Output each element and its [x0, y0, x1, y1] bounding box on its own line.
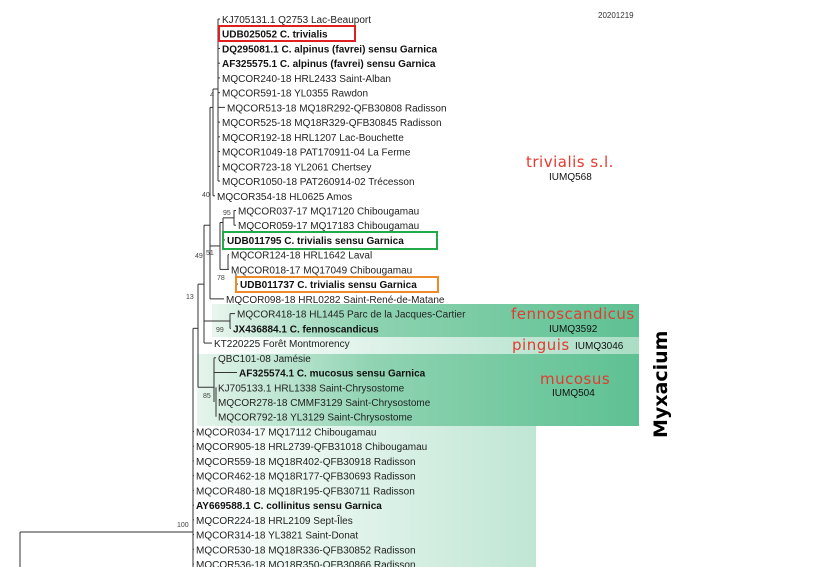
- leaf-label: AY669588.1 C. collinitus sensu Garnica: [196, 501, 382, 512]
- highlight-box-orange: [235, 276, 439, 293]
- leaf-label: MQCOR591-18 YL0355 Rawdon: [222, 89, 368, 100]
- support-value: 95: [223, 210, 231, 217]
- leaf-label: DQ295081.1 C. alpinus (favrei) sensu Gar…: [222, 44, 438, 55]
- clade-name-mucosus: mucosus: [540, 370, 611, 388]
- leaf-label: MQCOR462-18 MQ18R177-QFB30693 Radisson: [196, 472, 416, 483]
- fennoscandicus-shade: [212, 304, 639, 337]
- leaf-label: MQCOR059-17 MQ17183 Chibougamau: [238, 221, 419, 232]
- support-value: 40: [202, 192, 210, 199]
- leaf-label: MQCOR192-18 HRL1207 Lac-Bouchette: [222, 133, 404, 144]
- leaf-label: MQCOR559-18 MQ18R402-QFB30918 Radisson: [196, 457, 416, 468]
- support-value: 4: [210, 92, 214, 99]
- support-value: 13: [186, 294, 194, 301]
- leaf-label: MQCOR530-18 MQ18R336-QFB30852 Radisson: [196, 545, 416, 556]
- leaf-label: MQCOR513-18 MQ18R292-QFB30808 Radisson: [227, 103, 447, 114]
- support-values: 4 40 95 51 49 78 13 99 85 100: [177, 92, 231, 529]
- support-value: 85: [203, 393, 211, 400]
- collinitus-shade: [195, 426, 536, 567]
- leaf-label: MQCOR098-18 HRL0282 Saint-René-de-Matane: [226, 295, 445, 306]
- support-value: 99: [216, 327, 224, 334]
- highlight-box-red: [218, 25, 356, 42]
- leaf-label: MQCOR034-17 MQ17112 Chibougamau: [196, 427, 376, 438]
- leaf-label: MQCOR536-18 MQ18R350-QFB30866 Radisson: [196, 560, 416, 567]
- leaf-label: MQCOR792-18 YL3129 Saint-Chrysostome: [218, 413, 413, 424]
- date-stamp: 20201219: [598, 11, 634, 20]
- leaf-label: UDB011737 C. trivialis sensu Garnica: [240, 280, 417, 291]
- leaf-label: MQCOR354-18 HL0625 Amos: [217, 192, 352, 203]
- leaf-label: KJ705131.1 Q2753 Lac-Beauport: [222, 15, 371, 26]
- support-value: 49: [195, 253, 203, 260]
- leaf-label: JX436884.1 C. fennoscandicus: [233, 324, 379, 335]
- leaf-label: MQCOR124-18 HRL1642 Laval: [231, 251, 372, 262]
- leaf-label: MQCOR1050-18 PAT260914-02 Trécesson: [222, 177, 415, 188]
- leaf-label: MQCOR480-18 MQ18R195-QFB30711 Radisson: [196, 486, 415, 497]
- leaf-label: MQCOR723-18 YL2061 Chertsey: [222, 162, 371, 173]
- leaf-label: UDB011795 C. trivialis sensu Garnica: [227, 236, 404, 247]
- support-value: 100: [177, 522, 189, 529]
- clade-name-trivialis: trivialis s.l.: [526, 153, 614, 171]
- leaf-label: KT220225 Forêt Montmorency: [214, 339, 350, 350]
- highlight-box-green: [222, 231, 438, 250]
- clade-name-pinguis: pinguis: [512, 336, 570, 354]
- clade-name-fennoscandicus: fennoscandicus: [511, 305, 635, 323]
- leaf-label: KJ705133.1 HRL1338 Saint-Chrysostome: [218, 383, 405, 394]
- leaf-label: MQCOR018-17 MQ17049 Chibougamau: [231, 265, 412, 276]
- leaf-label: MQCOR314-18 YL3821 Saint-Donat: [196, 531, 358, 542]
- leaf-label: MQCOR905-18 HRL2739-QFB31018 Chibougamau: [196, 442, 427, 453]
- clade-code-mucosus: IUMQ504: [552, 388, 595, 399]
- clade-code-pinguis: IUMQ3046: [575, 341, 624, 352]
- leaf-label: MQCOR037-17 MQ17120 Chibougamau: [238, 206, 419, 217]
- leaf-label: AF325575.1 C. alpinus (favrei) sensu Gar…: [222, 59, 436, 70]
- group-label-myxacium: Myxacium: [650, 330, 672, 438]
- tree-branches: [19, 18, 238, 567]
- leaf-label: UDB025052 C. trivialis: [222, 30, 328, 41]
- leaf-label: MQCOR1049-18 PAT170911-04 La Ferme: [222, 148, 411, 159]
- leaf-label: QBC101-08 Jamésie: [218, 354, 311, 365]
- leaf-label: MQCOR240-18 HRL2433 Saint-Alban: [222, 74, 391, 85]
- leaf-label: MQCOR224-18 HRL2109 Sept-Îles: [196, 514, 353, 527]
- support-value: 51: [206, 250, 214, 257]
- leaf-label: MQCOR278-18 CMMF3129 Saint-Chrysostome: [218, 398, 431, 409]
- leaf-label: AF325574.1 C. mucosus sensu Garnica: [239, 369, 426, 380]
- clade-code-trivialis: IUMQ568: [549, 172, 592, 183]
- mucosus-shade: [197, 354, 639, 426]
- pinguis-shade: [212, 337, 639, 354]
- leaf-label: MQCOR418-18 HL1445 Parc de la Jacques-Ca…: [237, 310, 466, 321]
- support-value: 78: [217, 275, 225, 282]
- clade-code-fennoscandicus: IUMQ3592: [549, 324, 598, 335]
- leaf-label: MQCOR525-18 MQ18R329-QFB30845 Radisson: [222, 118, 442, 129]
